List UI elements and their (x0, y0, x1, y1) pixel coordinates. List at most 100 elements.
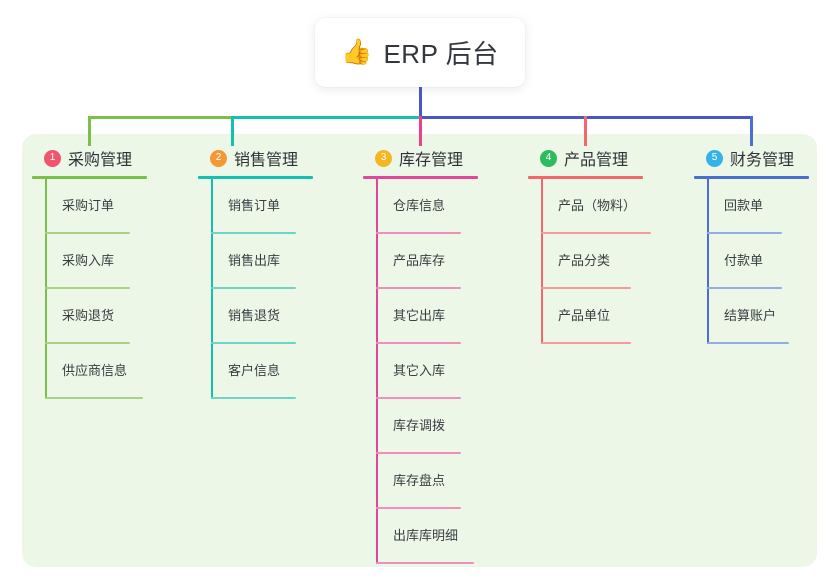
module-item[interactable]: 销售订单 (198, 179, 313, 234)
module-item[interactable]: 付款单 (694, 234, 809, 289)
module-item-label: 产品分类 (558, 253, 611, 268)
module-item-label: 其它出库 (393, 308, 446, 323)
module-item[interactable]: 仓库信息 (363, 179, 478, 234)
module-item[interactable]: 客户信息 (198, 344, 313, 399)
module-item-rule (376, 287, 461, 289)
module-column-1: 1 采购管理采购订单采购入库采购退货供应商信息 (32, 146, 147, 399)
module-items-4: 产品（物料） 产品分类产品单位 (528, 179, 651, 344)
drop-connector-2 (231, 116, 234, 146)
module-item-label: 仓库信息 (393, 198, 446, 213)
module-spine-1 (45, 179, 47, 399)
module-header-rule-4 (528, 176, 643, 179)
module-item-rule (541, 287, 631, 289)
module-items-2: 销售订单销售出库销售退货客户信息 (198, 179, 313, 399)
module-item-rule (211, 342, 296, 344)
module-item[interactable]: 其它入库 (363, 344, 478, 399)
module-item[interactable]: 产品单位 (528, 289, 643, 344)
module-header-rule-3 (363, 176, 478, 179)
thumbs-up-icon: 👍 (341, 38, 373, 66)
drop-connector-1 (88, 116, 91, 146)
module-item[interactable]: 出库库明细 (363, 509, 478, 564)
module-item-rule (211, 287, 296, 289)
module-header-4[interactable]: 4 产品管理 (528, 146, 643, 170)
module-item-label: 采购退货 (62, 308, 115, 323)
module-column-4: 4 产品管理产品（物料） 产品分类产品单位 (528, 146, 651, 344)
module-item[interactable]: 采购入库 (32, 234, 147, 289)
module-item-rule (376, 232, 461, 234)
module-item-label: 采购入库 (62, 253, 115, 268)
module-item-rule (376, 562, 474, 564)
module-badge-5: 5 (706, 149, 723, 167)
module-item[interactable]: 库存盘点 (363, 454, 478, 509)
module-item-label: 其它入库 (393, 363, 446, 378)
module-item[interactable]: 产品（物料） (528, 179, 651, 234)
module-item-label: 库存盘点 (393, 473, 446, 488)
module-item-rule (541, 342, 631, 344)
module-header-5[interactable]: 5 财务管理 (694, 146, 809, 170)
module-item-label: 付款单 (724, 253, 764, 268)
module-column-5: 5 财务管理回款单付款单结算账户 (694, 146, 809, 344)
module-item-rule (376, 452, 461, 454)
module-title-4: 产品管理 (564, 152, 629, 169)
module-header-rule-1 (32, 176, 147, 179)
module-header-rule-2 (198, 176, 313, 179)
module-item-rule (541, 232, 651, 234)
module-header-1[interactable]: 1 采购管理 (32, 146, 147, 170)
module-title-1: 采购管理 (68, 152, 133, 169)
module-item[interactable]: 销售出库 (198, 234, 313, 289)
module-badge-1: 1 (44, 149, 61, 167)
module-item[interactable]: 采购订单 (32, 179, 147, 234)
module-item[interactable]: 产品库存 (363, 234, 478, 289)
module-item[interactable]: 产品分类 (528, 234, 643, 289)
module-item-label: 客户信息 (228, 363, 281, 378)
module-badge-4: 4 (540, 149, 557, 167)
module-title-5: 财务管理 (730, 152, 795, 169)
module-item-rule (376, 507, 461, 509)
root-stem-connector (419, 87, 422, 117)
module-spine-4 (541, 179, 543, 344)
module-item-label: 销售订单 (228, 198, 281, 213)
module-badge-3: 3 (375, 149, 392, 167)
module-spine-2 (211, 179, 213, 399)
module-item-label: 产品库存 (393, 253, 446, 268)
module-header-rule-5 (694, 176, 809, 179)
module-item[interactable]: 采购退货 (32, 289, 147, 344)
module-item-rule (45, 397, 143, 399)
module-items-3: 仓库信息产品库存其它出库其它入库库存调拨库存盘点出库库明细 (363, 179, 478, 564)
module-item-rule (45, 287, 130, 289)
module-column-3: 3 库存管理仓库信息产品库存其它出库其它入库库存调拨库存盘点出库库明细 (363, 146, 478, 564)
modules-panel (22, 134, 817, 567)
module-item[interactable]: 供应商信息 (32, 344, 147, 399)
module-item-label: 销售出库 (228, 253, 281, 268)
root-node-content: 👍 ERP 后台 (341, 34, 498, 71)
module-item[interactable]: 销售退货 (198, 289, 313, 344)
module-item[interactable]: 回款单 (694, 179, 809, 234)
drop-connector-4 (584, 116, 587, 146)
root-node-title: ERP 后台 (383, 39, 499, 69)
bus-segment-teal (231, 116, 421, 119)
module-item-rule (45, 232, 130, 234)
module-title-3: 库存管理 (399, 152, 464, 169)
module-item-label: 出库库明细 (393, 528, 459, 543)
module-item-rule (211, 397, 296, 399)
root-node-card[interactable]: 👍 ERP 后台 (315, 18, 525, 87)
module-item-rule (376, 397, 461, 399)
module-item[interactable]: 结算账户 (694, 289, 809, 344)
module-spine-5 (707, 179, 709, 344)
module-badge-2: 2 (210, 149, 227, 167)
module-item-rule (45, 342, 130, 344)
drop-connector-3 (419, 116, 422, 146)
drop-connector-5 (750, 116, 753, 146)
module-item-rule (707, 342, 789, 344)
module-item-label: 产品（物料） (558, 198, 637, 213)
module-item-rule (376, 342, 461, 344)
module-item-label: 库存调拨 (393, 418, 446, 433)
module-items-1: 采购订单采购入库采购退货供应商信息 (32, 179, 147, 399)
module-header-3[interactable]: 3 库存管理 (363, 146, 478, 170)
module-item-label: 采购订单 (62, 198, 115, 213)
module-item[interactable]: 库存调拨 (363, 399, 478, 454)
module-item-rule (707, 232, 782, 234)
module-item[interactable]: 其它出库 (363, 289, 478, 344)
